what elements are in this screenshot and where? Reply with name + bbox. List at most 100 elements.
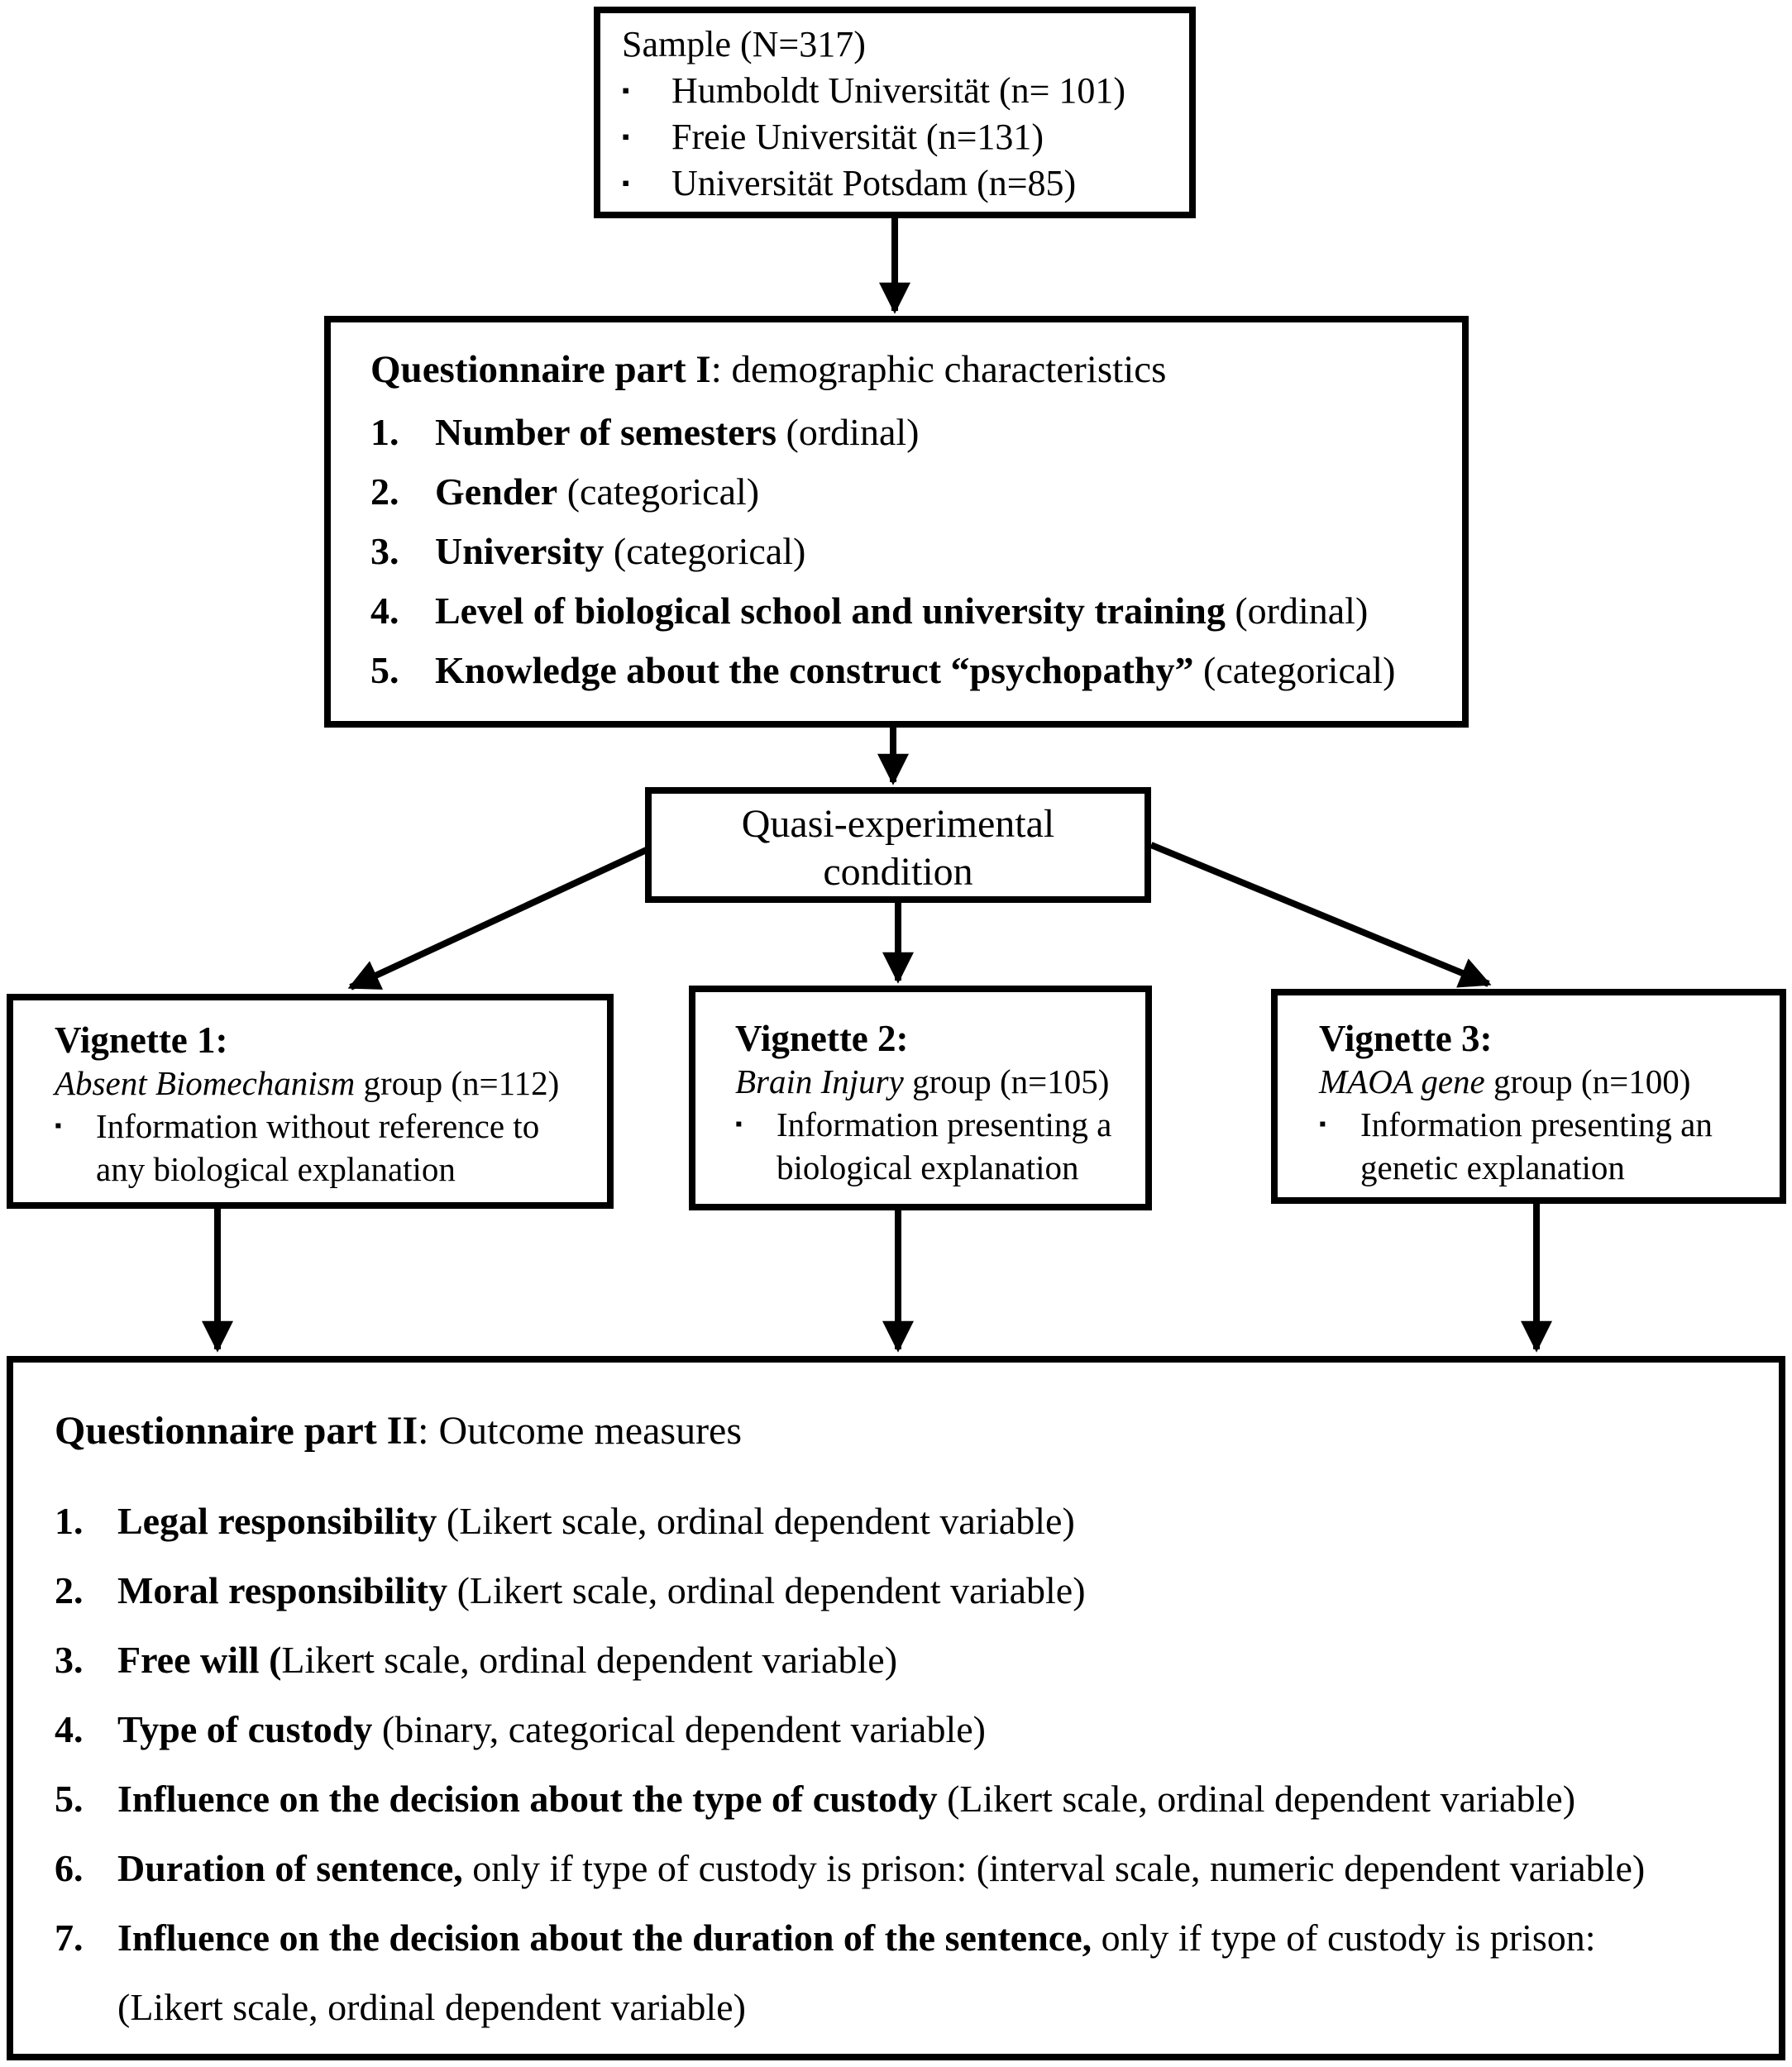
condition-line-1: Quasi-experimental xyxy=(741,802,1055,846)
item-number: 1. xyxy=(370,411,399,453)
item-number: 1. xyxy=(55,1500,84,1542)
group-name-italic: Brain Injury xyxy=(735,1062,904,1100)
outcome-measures-list: 1. Legal responsibility (Likert scale, or… xyxy=(55,1487,1759,2042)
sample-university-list: ▪ Humboldt Universität (n= 101) ▪ Freie Un… xyxy=(622,68,1176,207)
item-text: Gender (categorical) xyxy=(435,471,759,513)
vignette-2-group: Brain Injury group (n=105) xyxy=(735,1060,1135,1103)
list-item: 5. Influence on the decision about the ty… xyxy=(55,1764,1759,1834)
square-bullet-icon: ▪ xyxy=(55,1115,62,1137)
item-number: 2. xyxy=(55,1569,84,1611)
list-item: 3. University (categorical) xyxy=(370,531,1442,572)
item-regular-text: (categorical) xyxy=(557,470,760,513)
quasi-experimental-condition-box: Quasi-experimental condition xyxy=(645,787,1151,903)
description-text: Information presenting an genetic explan… xyxy=(1360,1105,1713,1186)
item-bold-text: Free will ( xyxy=(117,1639,282,1681)
university-entry: Freie Universität (n=131) xyxy=(671,117,1044,157)
item-text: Influence on the decision about the type… xyxy=(117,1764,1575,1834)
item-continuation-line: (Likert scale, ordinal dependent variabl… xyxy=(117,1986,746,2028)
questionnaire-part-1-box: Questionnaire part I: demographic charac… xyxy=(324,316,1469,728)
title-bold-segment: Questionnaire part I xyxy=(370,348,711,391)
item-text: Influence on the decision about the dura… xyxy=(117,1903,1596,2042)
vignette-1-box: Vignette 1: Absent Biomechanism group (n… xyxy=(7,994,614,1209)
square-bullet-icon: ▪ xyxy=(622,125,630,149)
title-rest-segment: : Outcome measures xyxy=(418,1409,743,1453)
item-bold-text: Number of semesters xyxy=(435,411,777,453)
questionnaire-part-2-title: Questionnaire part II: Outcome measures xyxy=(55,1406,1759,1457)
vignette-2-description: ▪ Information presenting a biological exp… xyxy=(735,1103,1135,1189)
item-bold-text: Level of biological school and universit… xyxy=(435,590,1226,632)
item-number: 4. xyxy=(55,1708,84,1750)
list-item: 2. Gender (categorical) xyxy=(370,471,1442,513)
list-item: ▪ Universität Potsdam (n=85) xyxy=(622,160,1176,207)
list-item: 4. Type of custody (binary, categorical d… xyxy=(55,1695,1759,1764)
item-text: Level of biological school and universit… xyxy=(435,590,1368,632)
square-bullet-icon: ▪ xyxy=(1319,1114,1326,1135)
item-text: Legal responsibility (Likert scale, ordi… xyxy=(117,1487,1075,1556)
item-regular-text: (categorical) xyxy=(1193,649,1396,691)
vignette-2-box: Vignette 2: Brain Injury group (n=105) ▪… xyxy=(689,986,1152,1210)
description-text: Information without reference to any bio… xyxy=(96,1107,540,1188)
vignette-1-title: Vignette 1: xyxy=(55,1019,228,1061)
list-item: 7. Influence on the decision about the du… xyxy=(55,1903,1759,2042)
item-text: Number of semesters (ordinal) xyxy=(435,412,919,453)
vignette-1-group: Absent Biomechanism group (n=112) xyxy=(55,1062,594,1105)
demographic-items-list: 1. Number of semesters (ordinal) 2. Gender… xyxy=(370,412,1442,691)
vignette-1-description: ▪ Information without reference to any bi… xyxy=(55,1105,594,1191)
item-regular-text: (categorical) xyxy=(604,530,806,572)
item-bold-text: Influence on the decision about the dura… xyxy=(117,1917,1092,1959)
item-bold-text: Duration of sentence, xyxy=(117,1847,463,1889)
item-text: Duration of sentence, only if type of cu… xyxy=(117,1834,1645,1903)
questionnaire-part-1-title: Questionnaire part I: demographic charac… xyxy=(370,346,1442,394)
square-bullet-icon: ▪ xyxy=(622,171,630,195)
item-bold-text: Moral responsibility xyxy=(117,1569,448,1611)
sample-box: Sample (N=317) ▪ Humboldt Universität (n=… xyxy=(594,7,1196,218)
item-text: Free will (Likert scale, ordinal depende… xyxy=(117,1625,897,1695)
vignette-2-title: Vignette 2: xyxy=(735,1018,909,1059)
vignette-3-box: Vignette 3: MAOA gene group (n=100) ▪Inf… xyxy=(1271,989,1786,1204)
item-regular-text: (Likert scale, ordinal dependent variabl… xyxy=(447,1569,1086,1611)
list-item: 5. Knowledge about the construct “psychop… xyxy=(370,650,1442,691)
item-regular-text: Likert scale, ordinal dependent variable… xyxy=(281,1639,898,1681)
square-bullet-icon: ▪ xyxy=(622,79,630,103)
item-number: 3. xyxy=(370,530,399,572)
item-number: 6. xyxy=(55,1847,84,1889)
item-number: 3. xyxy=(55,1639,84,1681)
list-item: 1. Legal responsibility (Likert scale, or… xyxy=(55,1487,1759,1556)
item-regular-text: only if type of custody is prison: (inte… xyxy=(462,1847,1646,1889)
item-bold-text: University xyxy=(435,530,605,572)
group-count: group (n=112) xyxy=(355,1064,560,1102)
square-bullet-icon: ▪ xyxy=(735,1114,743,1135)
item-number: 5. xyxy=(370,649,399,691)
list-item: ▪ Freie Universität (n=131) xyxy=(622,114,1176,160)
sample-title: Sample (N=317) xyxy=(622,24,866,64)
item-bold-text: Gender xyxy=(435,470,558,513)
item-number: 2. xyxy=(370,470,399,513)
university-entry: Humboldt Universität (n= 101) xyxy=(671,70,1126,111)
list-item: ▪ Humboldt Universität (n= 101) xyxy=(622,68,1176,114)
title-rest-segment: : demographic characteristics xyxy=(710,348,1167,391)
university-entry: Universität Potsdam (n=85) xyxy=(671,163,1077,203)
questionnaire-part-2-box: Questionnaire part II: Outcome measures … xyxy=(7,1356,1785,2060)
vignette-3-description: ▪ Information presenting an genetic expla… xyxy=(1319,1103,1770,1189)
description-text: Information presenting a biological expl… xyxy=(777,1105,1112,1186)
group-name-italic: Absent Biomechanism xyxy=(55,1064,356,1102)
item-regular-text: (Likert scale, ordinal dependent variabl… xyxy=(937,1778,1576,1820)
item-bold-text: Knowledge about the construct “psychopat… xyxy=(435,649,1194,691)
group-name-italic: MAOA gene xyxy=(1319,1062,1485,1100)
group-count: group (n=105) xyxy=(903,1062,1110,1100)
condition-line-2: condition xyxy=(823,850,973,894)
item-regular-text: (ordinal) xyxy=(1225,590,1369,632)
item-number: 7. xyxy=(55,1917,84,1959)
item-text: Type of custody (binary, categorical dep… xyxy=(117,1695,986,1764)
item-text: Moral responsibility (Likert scale, ordi… xyxy=(117,1556,1086,1625)
vignette-3-title: Vignette 3: xyxy=(1319,1018,1493,1059)
item-bold-text: Influence on the decision about the type… xyxy=(117,1778,938,1820)
title-bold-segment: Questionnaire part II xyxy=(55,1409,418,1453)
item-regular-text: (Likert scale, ordinal dependent variabl… xyxy=(437,1500,1075,1542)
item-regular-text: (ordinal) xyxy=(777,411,920,453)
item-text: Knowledge about the construct “psychopat… xyxy=(435,650,1395,691)
item-number: 5. xyxy=(55,1778,84,1820)
list-item: 1. Number of semesters (ordinal) xyxy=(370,412,1442,453)
list-item: 6. Duration of sentence, only if type of … xyxy=(55,1834,1759,1903)
arrow-condition-to-v1 xyxy=(347,845,652,991)
